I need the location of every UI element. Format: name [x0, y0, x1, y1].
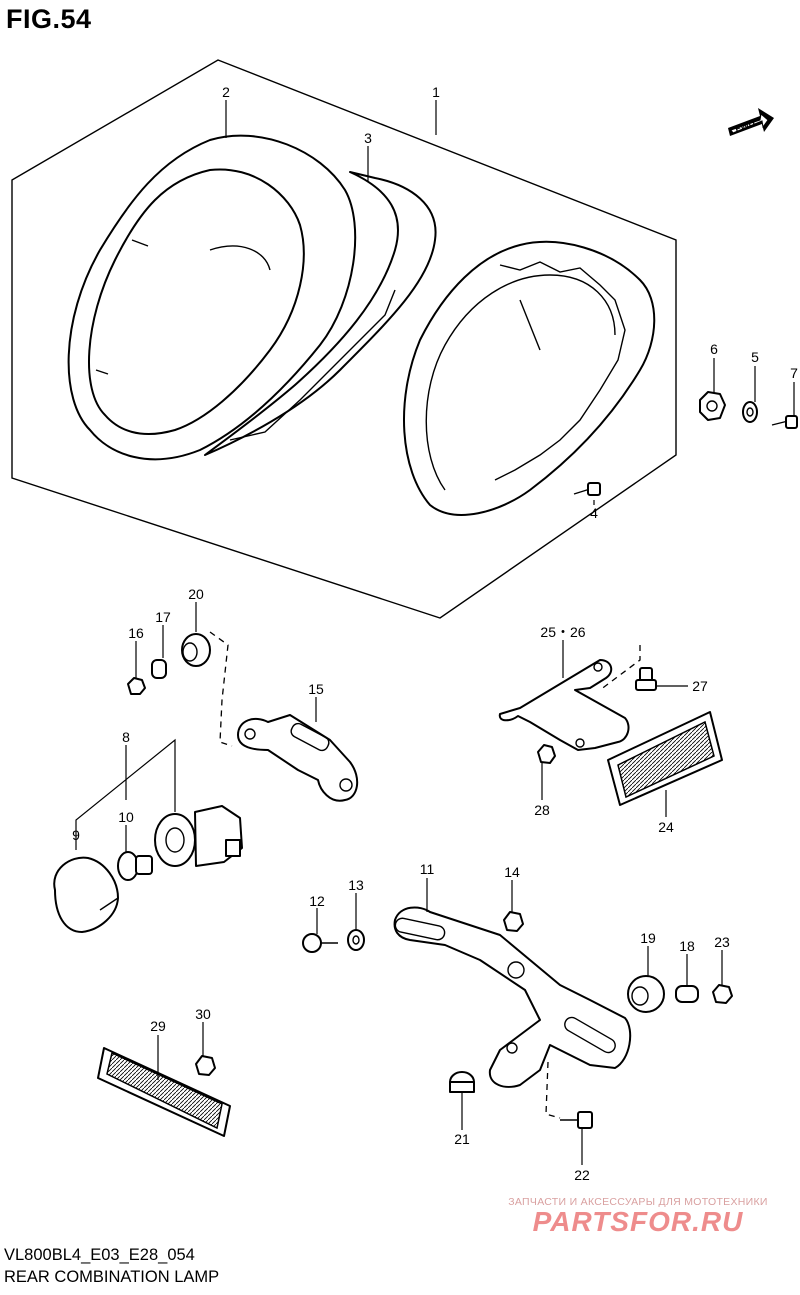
lamp-lens-housing [402, 241, 656, 516]
watermark-tagline: ЗАПЧАСТИ И АКСЕССУАРЫ ДЛЯ МОТОТЕХНИКИ [508, 1196, 768, 1208]
callout-6: 6 [710, 341, 718, 357]
nut-part-23 [712, 984, 733, 1004]
callout-14: 14 [504, 864, 520, 880]
nut-part-14 [503, 911, 524, 932]
callout-25-26: 25・26 [540, 624, 585, 640]
callout-15: 15 [308, 681, 324, 697]
bushing-part-18 [675, 985, 699, 1003]
callout-1: 1 [432, 84, 440, 100]
lens-part-9 [53, 856, 119, 933]
callout-numbers: 1 2 3 4 5 6 7 8 9 10 11 12 13 14 15 16 1… [72, 84, 798, 1183]
nut-part-16 [127, 677, 146, 695]
callout-2: 2 [222, 84, 230, 100]
figure-title: FIG.54 [6, 4, 92, 34]
callout-8: 8 [122, 729, 130, 745]
callout-21: 21 [454, 1131, 470, 1147]
watermark: ЗАПЧАСТИ И АКСЕССУАРЫ ДЛЯ МОТОТЕХНИКИ PA… [488, 1196, 788, 1238]
callout-12: 12 [309, 893, 325, 909]
washer-part-13 [347, 929, 365, 951]
callout-22: 22 [574, 1167, 590, 1183]
callout-19: 19 [640, 930, 656, 946]
grommet-part-19 [627, 975, 665, 1013]
callout-23: 23 [714, 934, 730, 950]
fwd-label: FWD [734, 118, 757, 134]
nut-part-28 [537, 744, 556, 764]
socket-part-8 [154, 805, 243, 867]
callout-leaders [125, 100, 795, 1165]
callout-20: 20 [188, 586, 204, 602]
watermark-logo: PARTSFOR.RU [532, 1206, 744, 1237]
callout-5: 5 [751, 349, 759, 365]
bracket-part-25-26 [498, 659, 630, 751]
callout-7: 7 [790, 365, 798, 381]
footer: VL800BL4_E03_E28_054 REAR COMBINATION LA… [4, 1244, 219, 1288]
bolt-part-12 [302, 933, 338, 953]
callout-9: 9 [72, 827, 80, 843]
grommet-part-21 [449, 1071, 475, 1093]
gasket-part-3 [204, 171, 437, 456]
callout-4: 4 [590, 505, 598, 521]
callout-29: 29 [150, 1018, 166, 1034]
bracket-part-15 [237, 714, 359, 802]
callout-10: 10 [118, 809, 134, 825]
nut-part-6 [699, 391, 726, 421]
diagram-caption: REAR COMBINATION LAMP [4, 1268, 220, 1286]
callout-27: 27 [692, 678, 708, 694]
forward-direction-badge: FWD [728, 108, 774, 136]
bolt-part-22 [560, 1111, 593, 1129]
reflector-part-24 [607, 711, 723, 806]
bushing-part-17 [151, 659, 167, 679]
callout-11: 11 [420, 861, 435, 877]
callout-16: 16 [128, 625, 144, 641]
callout-28: 28 [534, 802, 550, 818]
reflector-part-29 [97, 1047, 231, 1137]
diagram-code: VL800BL4_E03_E28_054 [4, 1246, 195, 1264]
assembly-frame [11, 59, 677, 619]
callout-3: 3 [364, 130, 372, 146]
screw-part-27 [635, 667, 657, 691]
screw-part-4 [573, 482, 601, 496]
callout-18: 18 [679, 938, 695, 954]
screw-part-7 [771, 415, 798, 429]
lamp-bezel-part-2 [67, 134, 357, 461]
callout-17: 17 [155, 609, 171, 625]
callout-24: 24 [658, 819, 674, 835]
nut-part-30 [195, 1055, 216, 1076]
callout-30: 30 [195, 1006, 211, 1022]
washer-part-5 [742, 401, 758, 423]
grommet-part-20 [181, 633, 211, 667]
bracket-part-11 [393, 906, 632, 1088]
bulb-part-10 [117, 851, 153, 881]
callout-13: 13 [348, 877, 364, 893]
